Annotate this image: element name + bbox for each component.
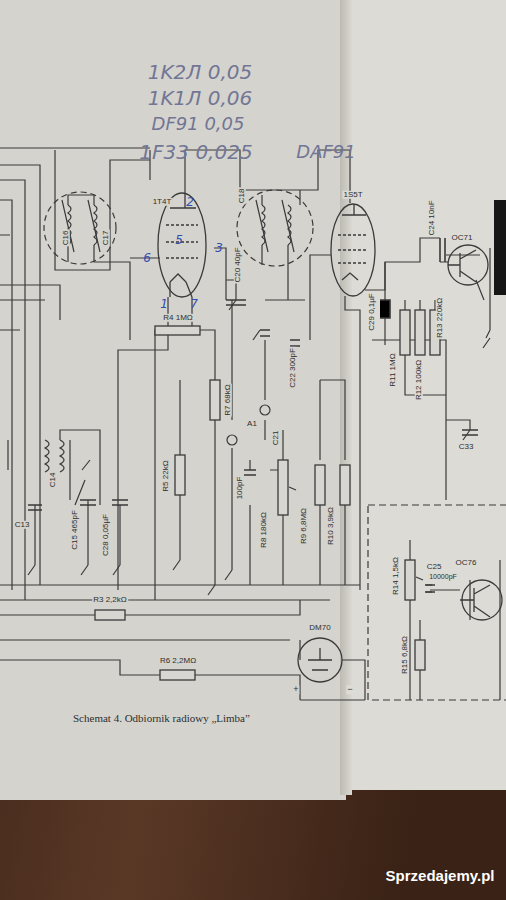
pin-number: 3 xyxy=(214,242,224,255)
component-label: C25 xyxy=(426,563,443,571)
transistor-label: OC71 xyxy=(451,234,474,242)
pin-number: 6 xyxy=(142,252,152,265)
component-label: C24 10nF xyxy=(428,199,436,236)
transistor-label: OC76 xyxy=(455,559,478,567)
terminal-sign: + xyxy=(292,685,299,694)
terminal-sign: − xyxy=(346,685,353,694)
tube-label: 1T4T xyxy=(152,198,173,206)
transistor-symbols xyxy=(448,245,502,620)
amplifier-module-box xyxy=(368,505,506,700)
if-can xyxy=(44,192,116,264)
component-label: C17 xyxy=(102,230,110,247)
component-label: R5 22kΩ xyxy=(162,459,170,492)
component-label: R3 2,2kΩ xyxy=(92,596,128,604)
component-label: R15 6,8kΩ xyxy=(401,635,409,675)
handwritten-note: DF91 0,05 xyxy=(151,115,246,134)
component-label: A1 xyxy=(246,420,258,428)
capacitor-symbols xyxy=(28,238,478,592)
component-label: R4 1MΩ xyxy=(162,314,194,322)
caption: Schemat 4. Odbiornik radiowy „Limba” xyxy=(72,713,251,725)
component-label: R10 3,9kΩ xyxy=(327,506,335,546)
component-label: C15 465pF xyxy=(71,509,79,551)
component-label: R6 2,2MΩ xyxy=(159,657,197,665)
component-label: C28 0,05µF xyxy=(102,513,110,557)
if-can xyxy=(237,190,313,266)
tube-1t4t xyxy=(158,193,206,297)
resistor-symbols xyxy=(95,310,440,680)
component-label: R7 68kΩ xyxy=(224,383,232,416)
tuning-indicator-dm70 xyxy=(298,638,342,682)
component-label: R9 6,8MΩ xyxy=(300,507,308,545)
spacer xyxy=(0,440,1,790)
component-label: 10000pF xyxy=(428,573,458,580)
component-label: C14 xyxy=(49,472,57,489)
component-label: C13 xyxy=(14,521,31,529)
component-label: C33 xyxy=(458,443,475,451)
left-page xyxy=(0,0,346,800)
component-label: C20 40pF xyxy=(234,246,242,283)
tube-label: DM70 xyxy=(308,624,331,632)
terminal xyxy=(227,435,237,445)
component-label: C22 300pF xyxy=(289,347,297,389)
connector-bar xyxy=(494,200,506,295)
handwritten-note: DAF91 xyxy=(295,143,356,162)
pin-number: 7 xyxy=(189,298,199,311)
component-label: C21 xyxy=(272,430,280,447)
component-label: C16 xyxy=(62,230,70,247)
component-label: C18 xyxy=(238,188,246,205)
ground-symbols xyxy=(28,300,490,595)
potentiometer-symbols xyxy=(278,460,423,600)
pin-number: 1 xyxy=(159,298,169,311)
component-label: R14 1,5kΩ xyxy=(392,556,400,596)
page-fold xyxy=(340,0,352,795)
pin-number: 5 xyxy=(174,234,184,247)
component-label: R8 180kΩ xyxy=(260,511,268,549)
wires xyxy=(0,148,500,700)
component-label: C29 0,1µF xyxy=(368,292,376,332)
component-label: R11 1MΩ xyxy=(389,352,397,387)
component-label: R13 220kΩ xyxy=(436,297,444,339)
pin-number: 2 xyxy=(185,196,195,209)
handwritten-note: 1K1Л 0,06 xyxy=(147,88,254,109)
handwritten-note: 1K2Л 0,05 xyxy=(147,62,254,83)
tube-1s5t xyxy=(331,204,375,296)
watermark: Sprzedajemy.pl xyxy=(385,868,496,884)
right-page xyxy=(346,0,506,790)
terminal xyxy=(260,405,270,415)
handwritten-note: 1F33 0,025 xyxy=(138,142,253,163)
component-label: 100pF xyxy=(236,476,244,501)
tube-label: 1S5T xyxy=(342,191,363,199)
component-label: R12 100kΩ xyxy=(415,359,423,401)
